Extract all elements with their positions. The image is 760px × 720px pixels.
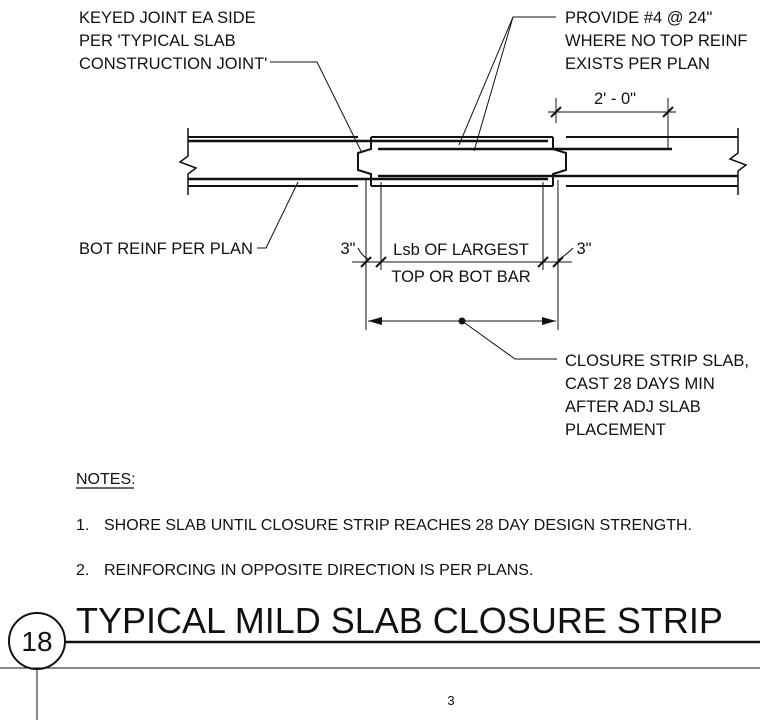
keyed-joint-line1: KEYED JOINT EA SIDE bbox=[79, 9, 256, 27]
slab-section bbox=[178, 128, 748, 195]
left-offset-dim-text: 3" bbox=[340, 240, 355, 258]
keyed-joint-line2: PER 'TYPICAL SLAB bbox=[79, 32, 236, 50]
closure-strip-line4: PLACEMENT bbox=[565, 421, 666, 439]
page-number: 3 bbox=[447, 693, 454, 708]
note-2-text: REINFORCING IN OPPOSITE DIRECTION IS PER… bbox=[104, 562, 533, 579]
callout-closure-strip: CLOSURE STRIP SLAB, CAST 28 DAYS MIN AFT… bbox=[461, 320, 749, 439]
closure-strip-line3: AFTER ADJ SLAB bbox=[565, 398, 701, 416]
dimension-lap: 3" 3" Lsb OF LARGEST TOP OR BOT BAR bbox=[340, 180, 592, 330]
note-1-number: 1. bbox=[76, 517, 89, 534]
note-1-text: SHORE SLAB UNTIL CLOSURE STRIP REACHES 2… bbox=[104, 517, 692, 534]
provide-bars-line3: EXISTS PER PLAN bbox=[565, 55, 710, 73]
provide-bars-line2: WHERE NO TOP REINF bbox=[565, 32, 747, 50]
keyed-joint-line3: CONSTRUCTION JOINT' bbox=[79, 55, 267, 73]
bot-reinf-text: BOT REINF PER PLAN bbox=[79, 240, 253, 258]
lap-length-text-line1: Lsb OF LARGEST bbox=[393, 241, 529, 259]
detail-number: 18 bbox=[21, 626, 52, 657]
notes-heading: NOTES: bbox=[76, 471, 136, 488]
right-keyed-joint bbox=[552, 137, 567, 186]
notes-section: NOTES: 1. SHORE SLAB UNTIL CLOSURE STRIP… bbox=[76, 471, 692, 579]
note-2-number: 2. bbox=[76, 562, 89, 579]
title-block: 18 TYPICAL MILD SLAB CLOSURE STRIP bbox=[0, 600, 760, 720]
right-offset-dim-text: 3" bbox=[576, 240, 591, 258]
extension-dim-text: 2' - 0" bbox=[594, 90, 636, 108]
provide-bars-line1: PROVIDE #4 @ 24" bbox=[565, 9, 712, 27]
callout-bot-reinf: BOT REINF PER PLAN bbox=[79, 181, 299, 258]
callout-provide-bars: PROVIDE #4 @ 24" WHERE NO TOP REINF EXIS… bbox=[458, 9, 747, 152]
left-keyed-joint bbox=[357, 137, 372, 186]
detail-title: TYPICAL MILD SLAB CLOSURE STRIP bbox=[76, 600, 723, 641]
closure-strip-line1: CLOSURE STRIP SLAB, bbox=[565, 352, 749, 370]
dimension-extension: 2' - 0" bbox=[548, 90, 676, 150]
lap-length-text-line2: TOP OR BOT BAR bbox=[391, 268, 530, 286]
closure-strip-line2: CAST 28 DAYS MIN bbox=[565, 375, 715, 393]
callout-keyed-joint: KEYED JOINT EA SIDE PER 'TYPICAL SLAB CO… bbox=[79, 9, 362, 152]
